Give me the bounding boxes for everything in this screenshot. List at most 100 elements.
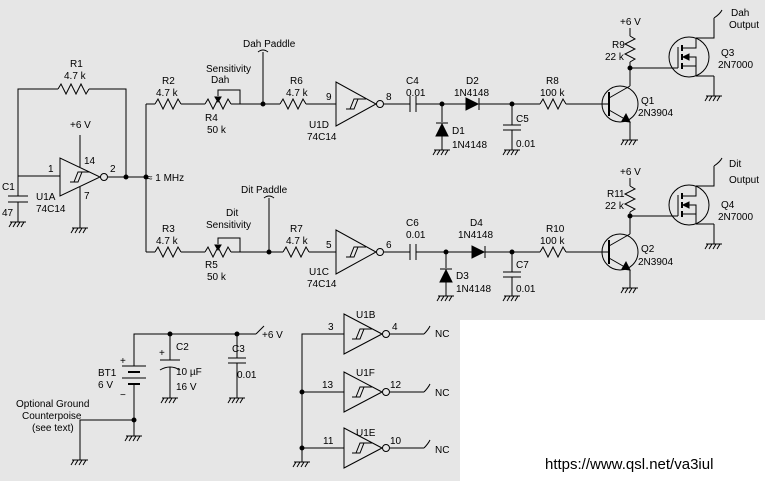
label-c6: C6 bbox=[406, 218, 419, 229]
label-r7-value: 4.7 k bbox=[286, 236, 309, 247]
label-r10-value: 100 k bbox=[540, 236, 565, 247]
transistor-q1 bbox=[601, 85, 639, 123]
label-c1-value: 47 bbox=[2, 208, 14, 219]
label-u1e: U1E bbox=[356, 428, 376, 439]
label-c2: C2 bbox=[176, 342, 189, 353]
u1a-pin7: 7 bbox=[84, 191, 90, 202]
label-r8-value: 100 k bbox=[540, 88, 565, 99]
u1b-pin3: 3 bbox=[328, 322, 334, 333]
label-q1: Q1 bbox=[641, 96, 655, 107]
schmitt-u1a bbox=[59, 157, 102, 197]
label-c7-value: 0.01 bbox=[516, 284, 536, 295]
label-r3-value: 4.7 k bbox=[156, 236, 179, 247]
u1a-vcc: +6 V bbox=[70, 120, 91, 131]
label-c1: C1 bbox=[2, 182, 15, 193]
resistor-r6 bbox=[279, 97, 307, 111]
u1f-pin12: 12 bbox=[390, 380, 402, 391]
label-r2-value: 4.7 k bbox=[156, 88, 179, 99]
label-optional-ground: Optional Ground bbox=[16, 399, 89, 410]
label-r7: R7 bbox=[290, 224, 303, 235]
power-supply: +6 V + − BT1 6 V + C2 10 µF 16 V C3 0.01 bbox=[16, 325, 283, 466]
label-r11-value: 22 k bbox=[605, 201, 625, 212]
label-q2: Q2 bbox=[641, 244, 655, 255]
resistor-r9 bbox=[623, 35, 637, 63]
resistor-r11 bbox=[623, 185, 637, 213]
mosfet-q3 bbox=[668, 36, 710, 78]
u1f-pin13: 13 bbox=[322, 380, 334, 391]
dah-channel: R2 4.7 k Dah Sensitivity R4 50 k Dah Pad… bbox=[146, 8, 759, 156]
battery-plus: + bbox=[120, 356, 126, 367]
label-supply-vcc: +6 V bbox=[262, 330, 283, 341]
label-r2: R2 bbox=[162, 76, 175, 87]
label-c7: C7 bbox=[516, 260, 529, 271]
dit-channel: R3 4.7 k Dit Sensitivity R5 50 k Dit Pad… bbox=[146, 157, 759, 302]
diode-d2 bbox=[465, 97, 480, 111]
label-r6: R6 bbox=[290, 76, 303, 87]
label-r8: R8 bbox=[546, 76, 559, 87]
label-counterpoise: Counterpoise bbox=[22, 411, 82, 422]
label-r6-value: 4.7 k bbox=[286, 88, 309, 99]
u1d-pin9: 9 bbox=[326, 92, 332, 103]
label-q1-value: 2N3904 bbox=[638, 108, 673, 119]
u1a-pin1: 1 bbox=[48, 164, 54, 175]
u1c-pin6: 6 bbox=[386, 240, 392, 251]
u1a-pin2: 2 bbox=[110, 164, 116, 175]
label-r9-value: 22 k bbox=[605, 52, 625, 63]
label-c6-value: 0.01 bbox=[406, 230, 426, 241]
label-r9-vcc: +6 V bbox=[620, 17, 641, 28]
label-r1-value: 4.7 k bbox=[64, 71, 87, 82]
diode-d4 bbox=[471, 245, 486, 259]
label-d1: D1 bbox=[452, 126, 465, 137]
u1d-pin8: 8 bbox=[386, 92, 392, 103]
schmitt-u1e bbox=[343, 427, 384, 469]
label-d3: D3 bbox=[456, 271, 469, 282]
label-d4-value: 1N4148 bbox=[458, 230, 493, 241]
schmitt-u1b bbox=[343, 313, 384, 355]
resistor-r10 bbox=[539, 245, 567, 259]
label-u1d-value: 74C14 bbox=[307, 132, 337, 143]
label-dit-sensitivity: Sensitivity bbox=[206, 220, 251, 231]
label-dit-paddle: Dit Paddle bbox=[241, 185, 288, 196]
label-c4: C4 bbox=[406, 76, 419, 87]
label-dah-paddle: Dah Paddle bbox=[243, 39, 296, 50]
label-q4-value: 2N7000 bbox=[718, 212, 753, 223]
u1e-pin10: 10 bbox=[390, 436, 402, 447]
oscillator-u1a: R1 4.7 k C1 47 1 2 14 7 +6 V U1A 74C14 ≈… bbox=[2, 59, 184, 252]
label-dit-output-2: Output bbox=[729, 175, 759, 186]
website-url: https://www.qsl.net/va3iul bbox=[545, 456, 713, 473]
battery-bt1 bbox=[122, 358, 146, 420]
label-bt1: BT1 bbox=[98, 368, 117, 379]
u1e-pin11: 11 bbox=[323, 436, 334, 447]
label-c2-voltage: 16 V bbox=[176, 382, 197, 393]
resistor-r2 bbox=[154, 97, 182, 111]
mosfet-q4 bbox=[668, 184, 710, 226]
transistor-q2 bbox=[601, 233, 639, 271]
label-dah-output-2: Output bbox=[729, 20, 759, 31]
label-d2-value: 1N4148 bbox=[454, 88, 489, 99]
label-r1: R1 bbox=[70, 59, 83, 70]
label-u1d: U1D bbox=[309, 120, 329, 131]
label-r4: R4 bbox=[205, 113, 218, 124]
label-d1-value: 1N4148 bbox=[452, 140, 487, 151]
label-r11-vcc: +6 V bbox=[620, 167, 641, 178]
label-d4: D4 bbox=[470, 218, 483, 229]
label-see-text: (see text) bbox=[32, 423, 74, 434]
label-c3: C3 bbox=[232, 344, 245, 355]
label-c5: C5 bbox=[516, 114, 529, 125]
label-u1c-value: 74C14 bbox=[307, 279, 337, 290]
label-d3-value: 1N4148 bbox=[456, 284, 491, 295]
resistor-r7 bbox=[282, 245, 310, 259]
label-c3-value: 0.01 bbox=[237, 370, 257, 381]
resistor-r1 bbox=[57, 82, 90, 96]
label-bt1-value: 6 V bbox=[98, 380, 113, 391]
label-u1f: U1F bbox=[356, 368, 375, 379]
label-u1c: U1C bbox=[309, 267, 329, 278]
label-r9: R9 bbox=[612, 40, 625, 51]
label-c2-value: 10 µF bbox=[176, 367, 202, 378]
label-q3: Q3 bbox=[721, 48, 735, 59]
label-nc-1: NC bbox=[435, 329, 449, 340]
label-c4-value: 0.01 bbox=[406, 88, 426, 99]
